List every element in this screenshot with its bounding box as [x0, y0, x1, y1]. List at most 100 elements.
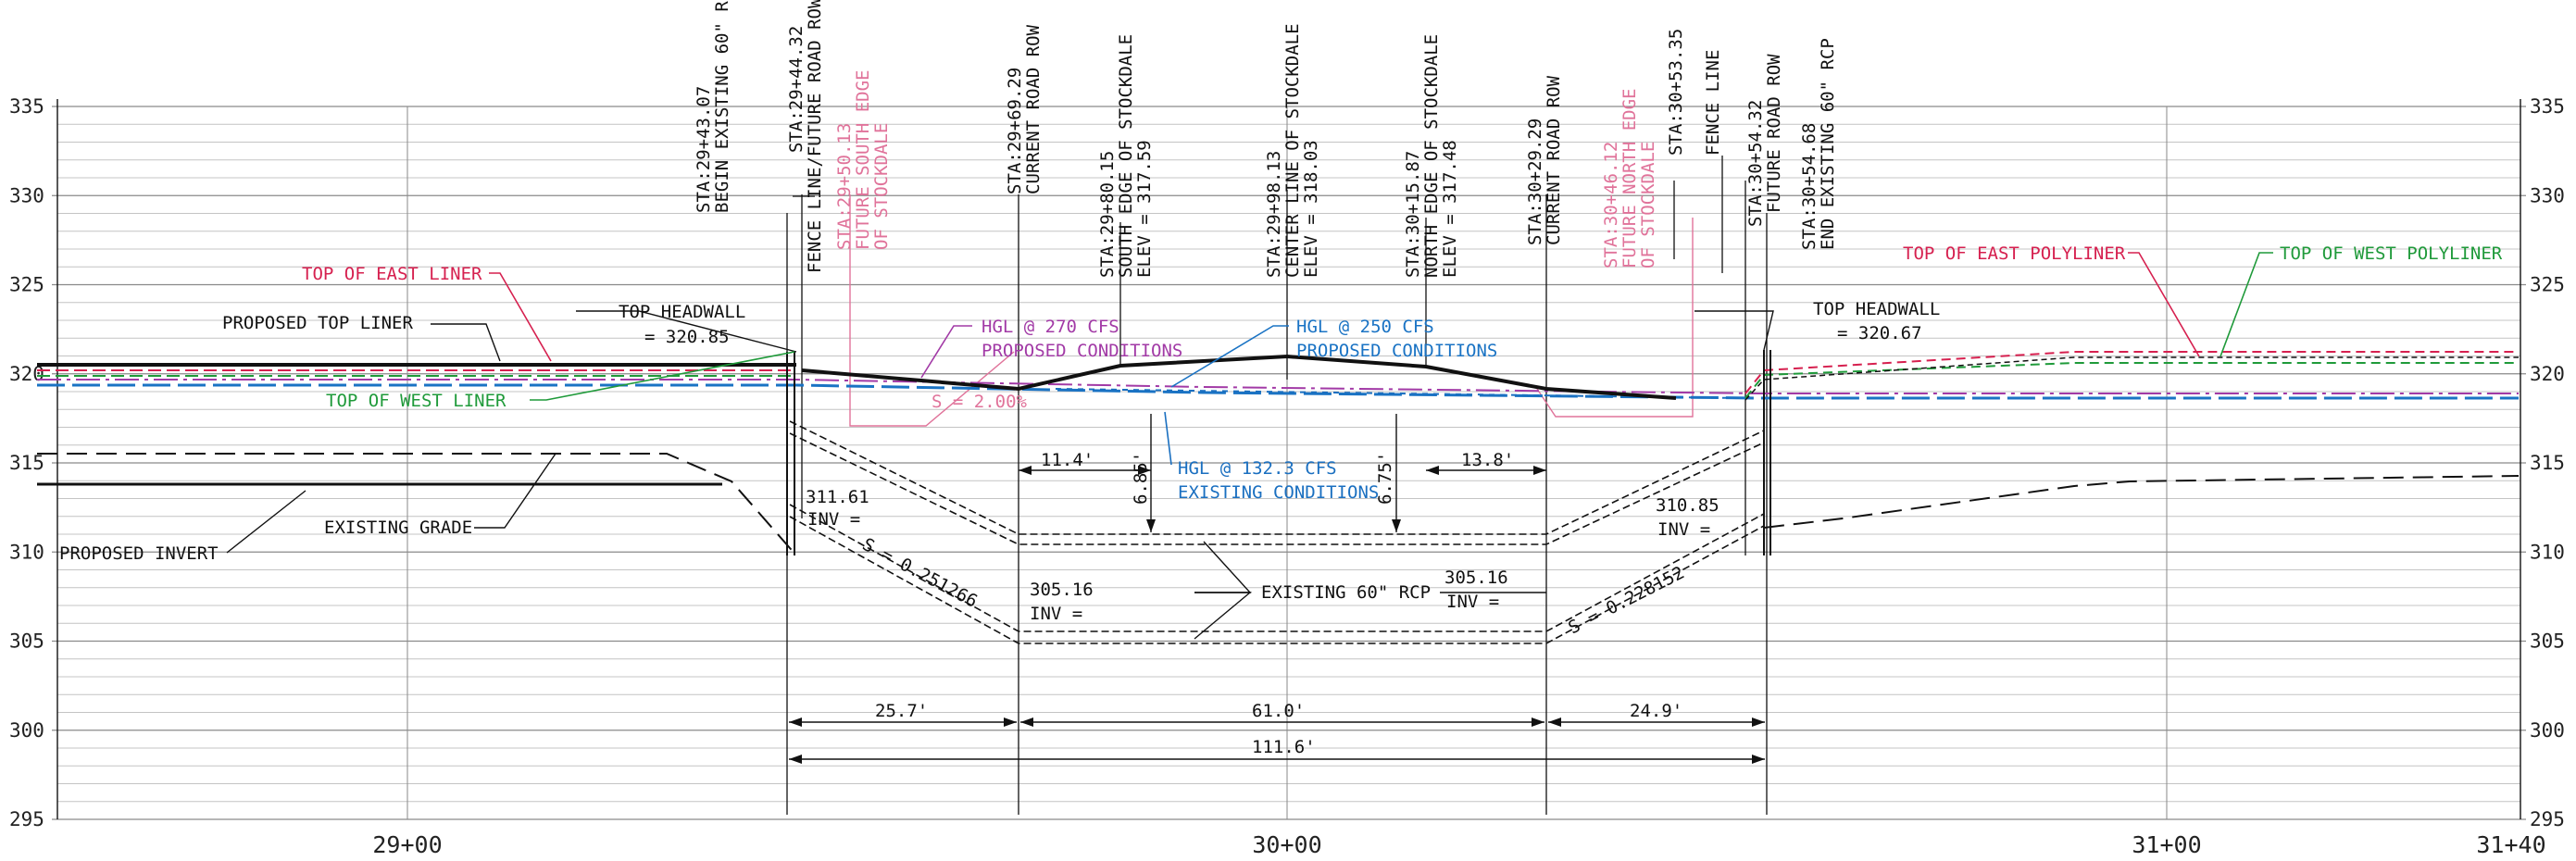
elevation-tick-label: 315: [2530, 452, 2565, 474]
inv-label-1: INV =: [807, 509, 860, 530]
elevation-tick-label: 300: [2530, 719, 2565, 742]
elevation-tick-label: 335: [2530, 95, 2565, 118]
label-leaders: [226, 310, 1774, 640]
sta-30-54-32-label: STA:30+54.32: [1745, 100, 1766, 227]
west-liner-leader: [530, 351, 795, 401]
hgl-132-leader: [1164, 411, 1172, 466]
elevation-tick-label: 320: [2530, 363, 2565, 385]
top-of-west-liner-label: TOP OF WEST LINER: [326, 391, 506, 411]
top-of-east-polyliner-line: [1744, 351, 2519, 394]
begin-existing-rcp-label: BEGIN EXISTING 60" RCP: [712, 0, 732, 213]
future-edge-callouts: STA:29+50.13 FUTURE SOUTH EDGE OF STOCKD…: [834, 70, 1658, 268]
elev-318-03-label: ELEV = 318.03: [1301, 140, 1321, 278]
current-road-row-left-label: CURRENT ROAD ROW: [1023, 24, 1044, 194]
of-stockdale-south-label: OF STOCKDALE: [871, 123, 892, 250]
slope-road-label: S = 2.00%: [932, 392, 1028, 412]
elevation-tick-label: 310: [9, 541, 44, 563]
hgl-132-label: HGL @ 132.3 CFS: [1178, 458, 1337, 479]
sta-29-69-29-label: STA:29+69.29: [1005, 68, 1025, 194]
proposed-top-liner-label: PROPOSED TOP LINER: [222, 313, 413, 333]
sta-30-29-29-label: STA:30+29.29: [1525, 119, 1545, 245]
proposed-invert-label: PROPOSED INVERT: [59, 543, 219, 564]
elevation-tick-label: 305: [9, 630, 44, 653]
top-of-east-polyliner-label: TOP OF EAST POLYLINER: [1903, 243, 2126, 264]
fence-line-future-row-label: FENCE LINE/FUTURE ROAD ROW: [805, 0, 825, 273]
elevation-tick-label: 335: [9, 95, 44, 118]
dim-24-9-label: 24.9': [1630, 701, 1682, 721]
of-stockdale-north-label: OF STOCKDALE: [1638, 142, 1658, 268]
dim-13-8-label: 13.8': [1461, 450, 1514, 470]
sta-30-53-35-label: STA:30+53.35: [1666, 29, 1686, 156]
future-road-row-label: FUTURE ROAD ROW: [1764, 54, 1784, 213]
east-polyliner-leader: [2128, 252, 2200, 357]
top-of-east-liner-label: TOP OF EAST LINER: [302, 264, 482, 284]
inv-305-16-right-label: 305.16: [1444, 568, 1508, 588]
top-of-west-polyliner-label: TOP OF WEST POLYLINER: [2280, 243, 2503, 264]
east-liner-leader: [489, 272, 552, 362]
existing-rcp-pipe: [789, 420, 1765, 644]
existing-grade-line-right: [1763, 475, 2520, 529]
sta-29-80-15-label: STA:29+80.15: [1097, 151, 1118, 278]
future-south-edge-label: FUTURE SOUTH EDGE: [853, 70, 873, 250]
profile-labels: TOP OF EAST LINER PROPOSED TOP LINER TOP…: [59, 243, 2503, 757]
elevation-tick-label: 295: [9, 808, 44, 830]
inv-label-3: INV =: [1446, 592, 1499, 612]
major-grid: [52, 106, 2526, 820]
elevation-tick-label: 330: [9, 184, 44, 206]
sta-29-43-07-label: STA:29+43.07: [694, 86, 714, 213]
sta-30-54-68-label: STA:30+54.68: [1799, 123, 1819, 250]
elevation-tick-label: 295: [2530, 808, 2565, 830]
existing-grade-line: [37, 453, 797, 556]
elevation-tick-label: 315: [9, 452, 44, 474]
elevation-tick-label: 325: [2530, 274, 2565, 296]
elevation-tick-label: 330: [2530, 184, 2565, 206]
sta-30-46-12-label: STA:30+46.12: [1601, 142, 1621, 268]
elevation-tick-label: 300: [9, 719, 44, 742]
hgl-250-leader: [1170, 325, 1289, 388]
road-profile: [801, 354, 1677, 400]
slope-left-pipe-label: S = 0.251266: [859, 534, 982, 612]
elev-317-48-label: ELEV = 317.48: [1440, 140, 1460, 278]
west-polyliner-leader: [2220, 252, 2273, 357]
top-polyliner-line: [1744, 356, 2519, 401]
inv-305-16-left-label: 305.16: [1030, 580, 1094, 600]
existing-grade-label: EXISTING GRADE: [324, 518, 472, 538]
elevation-tick-label: 310: [2530, 541, 2565, 563]
hgl-270-leader: [920, 325, 972, 379]
existing-rcp-label: EXISTING 60" RCP: [1261, 582, 1431, 603]
dim-111-6-label: 111.6': [1252, 737, 1316, 757]
sta-29-50-13-label: STA:29+50.13: [834, 123, 855, 250]
sta-29-44-32-label: STA:29+44.32: [786, 26, 807, 153]
elev-317-59-label: ELEV = 317.59: [1134, 140, 1155, 278]
inv-label-4: INV =: [1657, 519, 1710, 540]
hgl-250-label: HGL @ 250 CFS: [1296, 317, 1434, 337]
sta-29-98-13-label: STA:29+98.13: [1264, 151, 1284, 278]
center-line-stockdale-label: CENTER LINE OF STOCKDALE: [1282, 23, 1303, 278]
dim-61-0-label: 61.0': [1252, 701, 1305, 721]
station-tick-label: 30+00: [1252, 831, 1321, 858]
hgl-270-sub-label: PROPOSED CONDITIONS: [982, 341, 1182, 361]
top-headwall-right-elev: = 320.67: [1837, 323, 1922, 343]
elevation-tick-label: 325: [9, 274, 44, 296]
inv-311-61-label: 311.61: [806, 487, 869, 507]
hgl-270-label: HGL @ 270 CFS: [982, 317, 1119, 337]
current-road-row-right-label: CURRENT ROAD ROW: [1544, 75, 1564, 245]
slope-right-pipe-label: S = 0.228152: [1565, 563, 1687, 639]
inv-label-2: INV =: [1030, 604, 1082, 624]
dim-25-7-label: 25.7': [875, 701, 928, 721]
future-north-edge-label: FUTURE NORTH EDGE: [1619, 89, 1640, 268]
station-tick-label: 29+00: [372, 831, 442, 858]
headwalls: [786, 350, 1771, 555]
hgl-250-sub-label: PROPOSED CONDITIONS: [1296, 341, 1497, 361]
dimension-arrows: [789, 466, 1765, 764]
end-existing-rcp-label: END EXISTING 60" RCP: [1818, 38, 1838, 250]
sta-30-15-87-label: STA:30+15.87: [1403, 151, 1423, 278]
hgl-132-sub-label: EXISTING CONDITIONS: [1178, 482, 1379, 503]
south-edge-stockdale-label: SOUTH EDGE OF STOCKDALE: [1116, 34, 1136, 278]
hgl-270-line: [37, 379, 2519, 394]
top-of-west-polyliner-line: [1744, 362, 2519, 399]
